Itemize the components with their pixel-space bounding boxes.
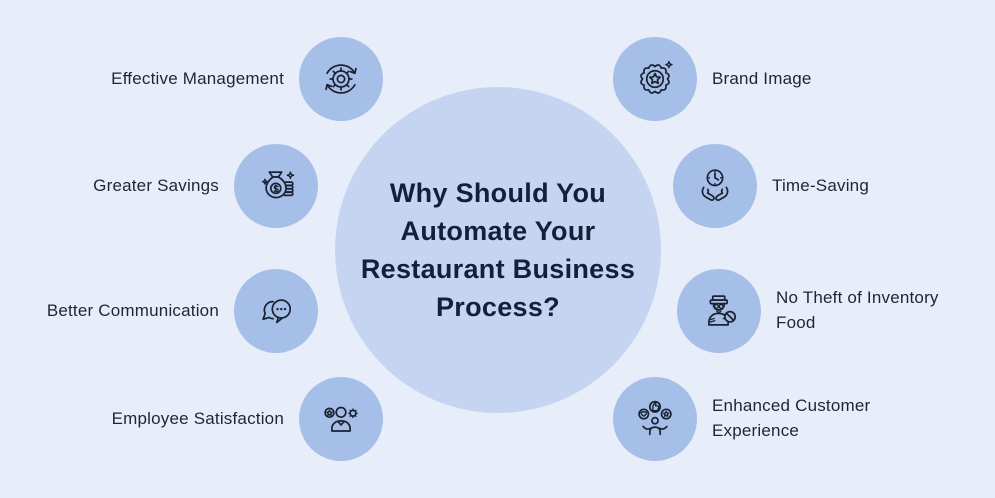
gear-cycle-icon — [318, 56, 364, 102]
benefit-label: Time-Saving — [772, 176, 869, 195]
benefit-label: Greater Savings — [93, 176, 219, 195]
benefit-bubble — [613, 377, 697, 461]
benefit-item-employee-satisfaction: Employee Satisfaction — [112, 377, 383, 461]
central-question-circle: Why Should You Automate Your Restaurant … — [335, 87, 661, 413]
benefit-bubble — [234, 269, 318, 353]
benefit-label: Employee Satisfaction — [111, 409, 284, 428]
title-line-2: Automate Your — [400, 216, 596, 246]
employee-star-gear-icon — [318, 396, 364, 442]
benefit-item-effective-management: Effective Management — [111, 37, 383, 121]
benefit-bubble — [613, 37, 697, 121]
thief-prohibited-icon — [696, 288, 742, 334]
benefit-label: No Theft of Inventory Food — [776, 288, 939, 332]
money-bag-coins-icon — [253, 163, 299, 209]
benefit-item-no-theft: No Theft of Inventory Food — [677, 269, 952, 353]
chat-bubbles-icon — [253, 288, 299, 334]
benefit-label: Brand Image — [712, 69, 812, 88]
benefit-label: Effective Management — [111, 69, 284, 88]
benefit-label: Better Communication — [46, 301, 219, 320]
customer-ratings-icon — [632, 396, 678, 442]
benefit-bubble — [673, 144, 757, 228]
title-line-1: Why Should You — [389, 178, 607, 208]
benefit-bubble — [299, 37, 383, 121]
title-line-3: Restaurant Business — [360, 254, 636, 284]
benefit-item-time-saving: Time-Saving — [673, 144, 869, 228]
benefit-label: Enhanced Customer Experience — [712, 396, 871, 440]
benefit-item-better-communication: Better Communication — [47, 269, 318, 353]
benefit-bubble — [234, 144, 318, 228]
hands-holding-clock-icon — [692, 163, 738, 209]
benefit-item-brand-image: Brand Image — [613, 37, 812, 121]
title-line-4: Process? — [436, 292, 560, 322]
page-title: Why Should You Automate Your Restaurant … — [361, 174, 635, 326]
benefit-bubble — [299, 377, 383, 461]
benefit-item-greater-savings: Greater Savings — [93, 144, 318, 228]
benefit-item-enhanced-customer-experience: Enhanced Customer Experience — [613, 377, 888, 461]
star-badge-icon — [632, 56, 678, 102]
benefit-bubble — [677, 269, 761, 353]
